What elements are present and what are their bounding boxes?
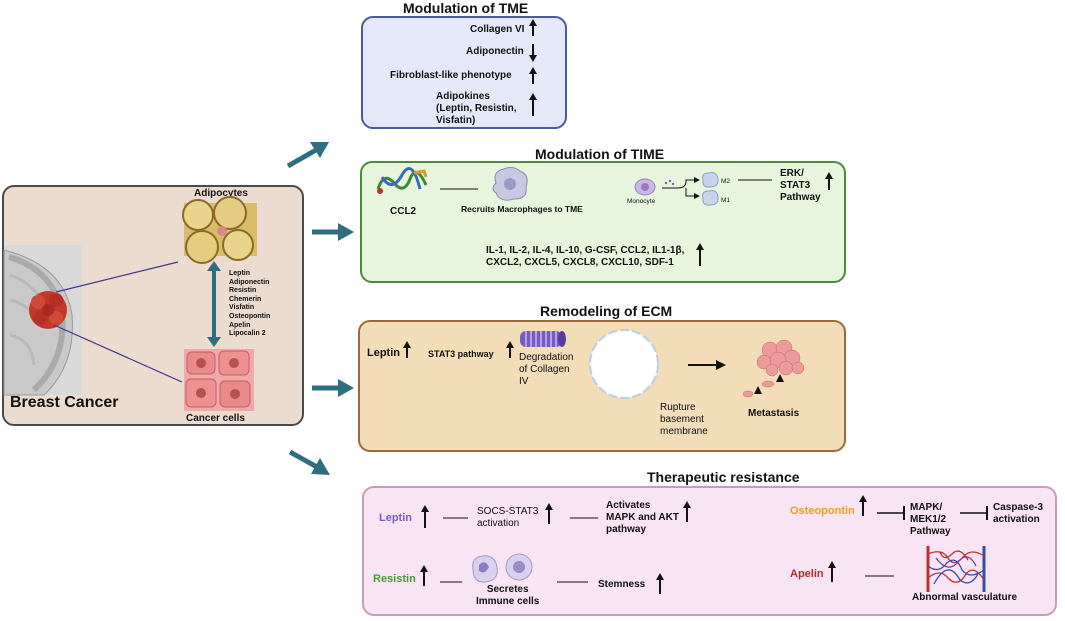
- time-box: [360, 161, 846, 283]
- breast-illustration: [3, 245, 82, 396]
- rupture-label: Rupture basement membrane: [660, 402, 708, 437]
- arrow-up-icon: [825, 172, 833, 190]
- arrow-down-icon: [529, 44, 537, 62]
- erk-stat3-label: ERK/ STAT3 Pathway: [780, 168, 821, 203]
- m2-macrophage-icon: [702, 172, 719, 188]
- time-title: Modulation of TIME: [535, 146, 665, 162]
- arrow-to-ecm: [312, 379, 354, 397]
- ccl2-label: CCL2: [390, 206, 417, 217]
- arrow-to-time: [312, 223, 354, 241]
- arrow-up-icon: [545, 503, 553, 524]
- m2-label: M2: [721, 178, 731, 185]
- monocyte-label: Monocyte: [627, 198, 656, 205]
- collagen-iv-icon: [520, 331, 566, 347]
- arrow-up-icon: [403, 341, 411, 358]
- degradation-label: Degradation of Collagen IV: [519, 352, 574, 387]
- secretes-label: Secretes Immune cells: [476, 584, 540, 607]
- tme-item-label: Adipokines (Leptin, Resistin, Visfatin): [436, 91, 517, 126]
- socs-stat3-label: SOCS-STAT3 activation: [477, 506, 539, 529]
- ther-apelin-label: Apelin: [790, 568, 824, 580]
- arrow-up-icon: [656, 573, 664, 594]
- ecm-title: Remodeling of ECM: [540, 303, 673, 319]
- caspase-label: Caspase-3 activation: [993, 502, 1044, 525]
- adipokine-item: Lipocalin 2: [229, 330, 266, 338]
- tme-item-label: Collagen VI: [470, 24, 525, 35]
- ccl2-protein-icon: [376, 167, 428, 194]
- stemness-label: Stemness: [598, 579, 646, 590]
- therapeutic-box: [362, 486, 1057, 616]
- activates-label: Activates MAPK and AKT pathway: [606, 500, 679, 535]
- arrow-up-icon: [421, 505, 429, 528]
- arrow-to-tme: [286, 142, 329, 169]
- adipocytes-image: [182, 196, 257, 264]
- arrow-up-icon: [420, 565, 428, 586]
- m1-label: M1: [721, 197, 731, 204]
- cytokines-label: IL-1, IL-2, IL-4, IL-10, G-CSF, CCL2, IL…: [486, 245, 685, 268]
- mapk-mek-label: MAPK/ MEK1/2 Pathway: [910, 502, 951, 537]
- arrow-up-icon: [529, 19, 537, 36]
- adipokine-list: Leptin Adiponectin Resistin Chemerin Vis…: [229, 270, 270, 339]
- arrow-up-icon: [828, 561, 836, 582]
- tumor-icon: [29, 291, 67, 329]
- vasculature-label: Abnormal vasculature: [912, 592, 1018, 603]
- metastasis-cluster-icon: [742, 339, 805, 398]
- breast-cancer-label: Breast Cancer: [10, 394, 119, 411]
- m1-macrophage-icon: [702, 190, 719, 206]
- adipokine-item: Apelin: [229, 321, 251, 329]
- tme-item-label: Fibroblast-like phenotype: [390, 70, 512, 81]
- therapeutic-title: Therapeutic resistance: [647, 469, 800, 485]
- adipokine-item: Leptin: [229, 270, 250, 277]
- basement-membrane-icon: [589, 329, 659, 399]
- bidirectional-arrow: [207, 261, 221, 347]
- immune-cells-icon: [472, 553, 533, 583]
- adipokine-item: Chemerin: [229, 295, 262, 303]
- tme-title: Modulation of TME: [403, 0, 529, 16]
- ther-osteopontin-label: Osteopontin: [790, 505, 855, 517]
- arrow-to-therapeutic: [288, 449, 330, 475]
- adipokine-item: Visfatin: [229, 304, 255, 312]
- arrow-up-icon: [859, 495, 867, 516]
- recruits-label: Recruits Macrophages to TME: [461, 204, 583, 214]
- tme-item-label: Adiponectin: [466, 46, 524, 57]
- arrow-up-icon: [696, 243, 704, 266]
- cancer-cells-label: Cancer cells: [186, 413, 245, 424]
- arrow-up-icon: [529, 93, 537, 116]
- stat3-pathway-label: STAT3 pathway: [428, 349, 494, 359]
- ecm-leptin-label: Leptin: [367, 347, 400, 359]
- ther-leptin-label: Leptin: [379, 512, 412, 524]
- ther-resistin-label: Resistin: [373, 573, 416, 585]
- adipokine-item: Adiponectin: [229, 278, 270, 286]
- arrow-up-icon: [506, 341, 514, 358]
- monocyte-icon: [634, 178, 656, 196]
- cancer-cells-image: [184, 349, 254, 411]
- adipocytes-label: Adipocytes: [194, 188, 248, 199]
- metastasis-label: Metastasis: [748, 408, 800, 419]
- arrow-up-icon: [529, 67, 537, 84]
- arrow-up-icon: [683, 501, 691, 522]
- adipokine-item: Resistin: [229, 287, 257, 295]
- macrophage-icon: [492, 166, 528, 201]
- abnormal-vasculature-icon: [926, 546, 986, 592]
- adipokine-item: Osteopontin: [229, 312, 271, 320]
